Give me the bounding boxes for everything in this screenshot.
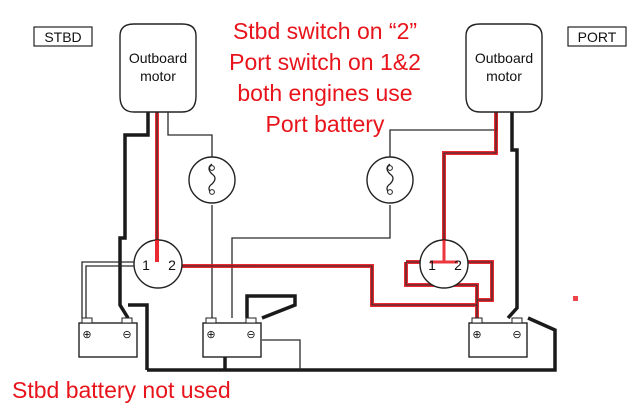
- stbd-batt-to-switch-1: [81, 261, 140, 318]
- stbd-battery-switch: 1 2: [133, 239, 183, 289]
- stbd-fuse: [188, 156, 236, 204]
- ground-wires: [118, 112, 557, 372]
- port-battery-minus: ⊖: [512, 329, 521, 341]
- center-battery: ⊕ ⊖: [202, 317, 262, 358]
- annotation-line-4: Port battery: [266, 111, 385, 137]
- port-label: PORT: [578, 29, 617, 45]
- stbd-switch-pos1: 1: [142, 257, 150, 273]
- port-switch-pos2: 2: [454, 257, 462, 273]
- port-label-box: PORT: [567, 26, 627, 47]
- center-battery-link-wire: [245, 294, 297, 320]
- stbd-label: STBD: [44, 29, 81, 45]
- stbd-motor-label-line1: Outboard: [129, 50, 187, 66]
- port-motor-label-line2: motor: [486, 68, 522, 84]
- port-battery-switch: 1 2: [419, 239, 469, 289]
- port-outboard-motor: Outboard motor: [465, 23, 543, 113]
- center-battery-neg-wire: [262, 339, 301, 370]
- stbd-battery-plus: ⊕: [82, 329, 91, 341]
- bottom-return-wire: [147, 316, 557, 372]
- thin-wires: [81, 112, 498, 370]
- center-battery-plus: ⊕: [206, 329, 215, 341]
- stbd-batt-to-switch-1b: [85, 265, 140, 318]
- stbd-battery-neg-wire: [128, 303, 149, 370]
- port-fuse-bottom-wire: [231, 205, 391, 318]
- stbd-battery: ⊕ ⊖: [78, 317, 138, 358]
- stbd-switch-pos2: 2: [168, 257, 176, 273]
- footer-note: Stbd battery not used: [12, 377, 231, 403]
- port-motor-ground-wire: [506, 112, 519, 320]
- stbd-fuse-top-wire: [167, 112, 213, 158]
- stbd-label-box: STBD: [33, 26, 93, 47]
- annotation-line-3: both engines use: [237, 80, 412, 106]
- red-marker: [573, 296, 578, 301]
- port-switch-pos1: 1: [428, 257, 436, 273]
- center-battery-minus: ⊖: [246, 329, 255, 341]
- port-battery: ⊕ ⊖: [468, 317, 528, 358]
- port-motor-label-line1: Outboard: [475, 50, 533, 66]
- annotation-line-1: Stbd switch on “2”: [233, 18, 417, 44]
- stbd-motor-ground-wire: [118, 112, 150, 319]
- annotation-block: Stbd switch on “2” Port switch on 1&2 bo…: [229, 18, 421, 137]
- port-battery-plus: ⊕: [472, 329, 481, 341]
- stbd-motor-label-line2: motor: [140, 68, 176, 84]
- stbd-outboard-motor: Outboard motor: [119, 23, 197, 113]
- stbd-battery-minus: ⊖: [122, 329, 131, 341]
- port-motor-feed-highlight: [442, 112, 498, 242]
- port-fuse: [366, 156, 414, 204]
- annotation-line-2: Port switch on 1&2: [229, 49, 421, 75]
